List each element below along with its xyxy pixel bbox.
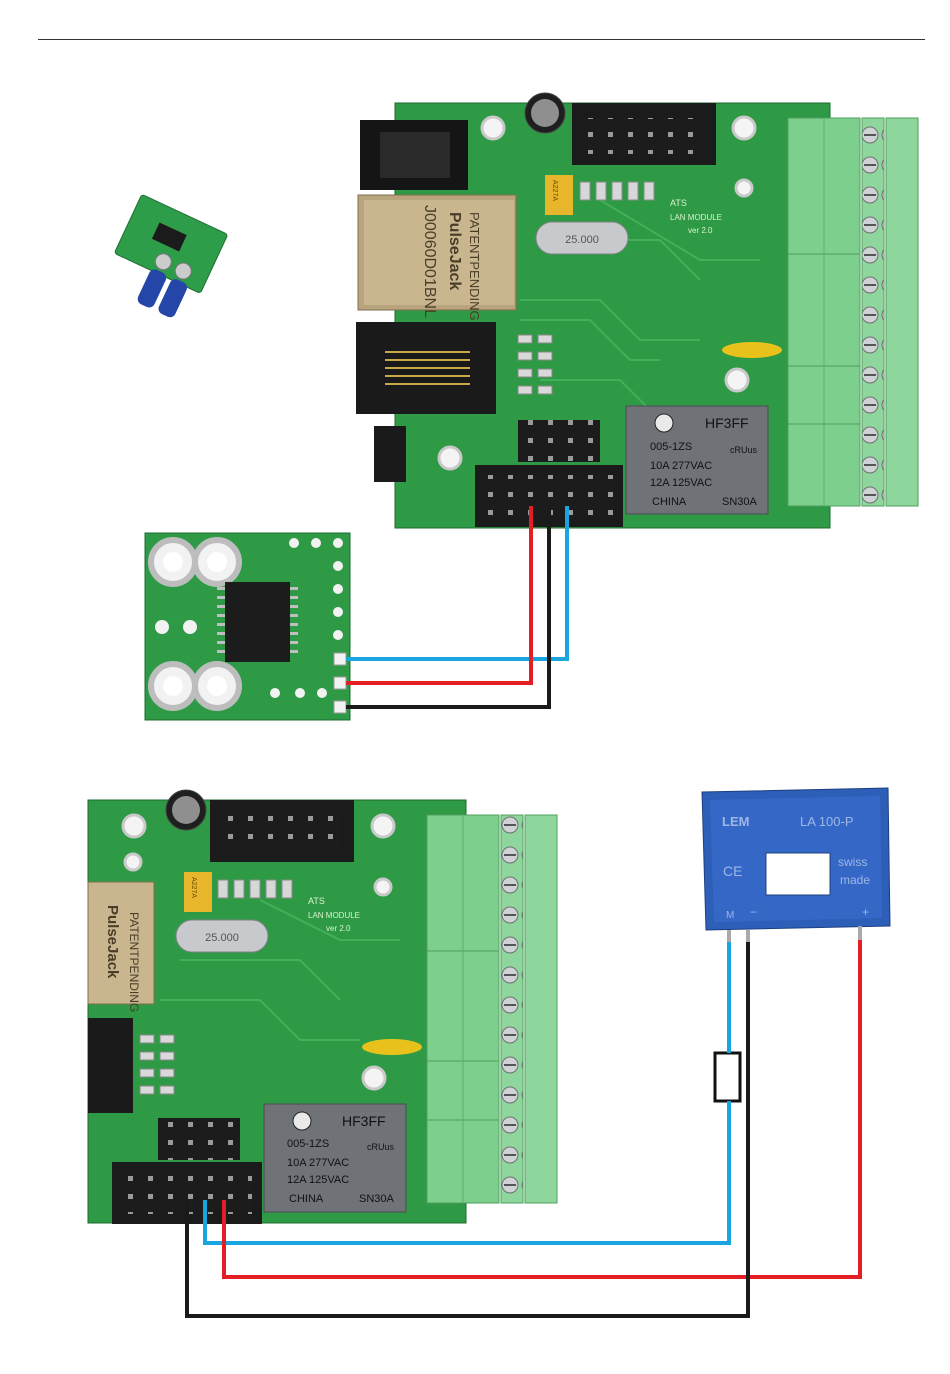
jack-brand-text-bottom: PulseJack bbox=[104, 905, 121, 979]
crystal-text: 25.000 bbox=[565, 234, 599, 246]
wire-blue-top bbox=[346, 506, 567, 659]
lem-pin-plus-text: + bbox=[862, 905, 869, 919]
relay-type-text: 005-1ZS bbox=[650, 441, 692, 453]
relay-origin-text-bottom: CHINA bbox=[289, 1193, 324, 1205]
lem-pin-m-text: M bbox=[726, 910, 734, 921]
lem-brand-text: LEM bbox=[722, 814, 749, 829]
board-label-version-bottom: ver 2.0 bbox=[326, 924, 351, 933]
capacitor-code-text-bottom: A227A bbox=[190, 877, 197, 898]
relay-rating2-text: 12A 125VAC bbox=[650, 477, 712, 489]
board-label-version: ver 2.0 bbox=[688, 226, 713, 235]
lem-pin-minus-text: − bbox=[750, 905, 757, 919]
relay-cert-text-bottom: cRUus bbox=[367, 1142, 395, 1152]
board-label-ats: ATS bbox=[670, 198, 687, 208]
wire-red-top bbox=[346, 506, 531, 683]
board-label-ats-bottom: ATS bbox=[308, 896, 325, 906]
wire-black-top bbox=[346, 506, 549, 707]
lem-ce-text: CE bbox=[723, 863, 742, 879]
relay-cert-text: cRUus bbox=[730, 445, 758, 455]
lem-current-transducer: LEM LA 100-P CE swiss made M − + bbox=[702, 788, 890, 944]
lan-module-board-bottom: PATENTPENDING PulseJack A227A 25.000 ATS… bbox=[88, 790, 557, 1224]
board-label-module-bottom: LAN MODULE bbox=[308, 911, 360, 920]
jack-brand-text: PulseJack bbox=[446, 212, 463, 290]
lan-module-board-top: PATENTPENDING PulseJack J00060D01BNL A22… bbox=[356, 93, 918, 528]
relay-code-text-bottom: SN30A bbox=[359, 1193, 395, 1205]
jack-patent-text-bottom: PATENTPENDING bbox=[127, 912, 141, 1012]
lem-model-text: LA 100-P bbox=[800, 814, 854, 829]
jack-patent-text: PATENTPENDING bbox=[467, 212, 482, 321]
relay-model-text-bottom: HF3FF bbox=[342, 1113, 386, 1129]
relay-origin-text: CHINA bbox=[652, 496, 687, 508]
relay-model-text: HF3FF bbox=[705, 415, 749, 431]
board-label-module: LAN MODULE bbox=[670, 213, 722, 222]
lem-swiss-text: swiss bbox=[838, 855, 867, 869]
lem-made-text: made bbox=[840, 873, 870, 887]
capacitor-code-text: A227A bbox=[551, 180, 558, 201]
acs-sensor-board bbox=[145, 533, 350, 720]
wires-top bbox=[346, 506, 567, 707]
small-current-sensor-photo bbox=[99, 194, 227, 325]
relay-rating2-text-bottom: 12A 125VAC bbox=[287, 1174, 349, 1186]
crystal-text-bottom: 25.000 bbox=[205, 932, 239, 944]
burden-resistor bbox=[715, 1053, 740, 1101]
jack-part-text: J00060D01BNL bbox=[421, 205, 438, 318]
relay-type-text-bottom: 005-1ZS bbox=[287, 1138, 329, 1150]
relay-rating1-text-bottom: 10A 277VAC bbox=[287, 1157, 349, 1169]
relay-rating1-text: 10A 277VAC bbox=[650, 460, 712, 472]
relay-code-text: SN30A bbox=[722, 496, 758, 508]
